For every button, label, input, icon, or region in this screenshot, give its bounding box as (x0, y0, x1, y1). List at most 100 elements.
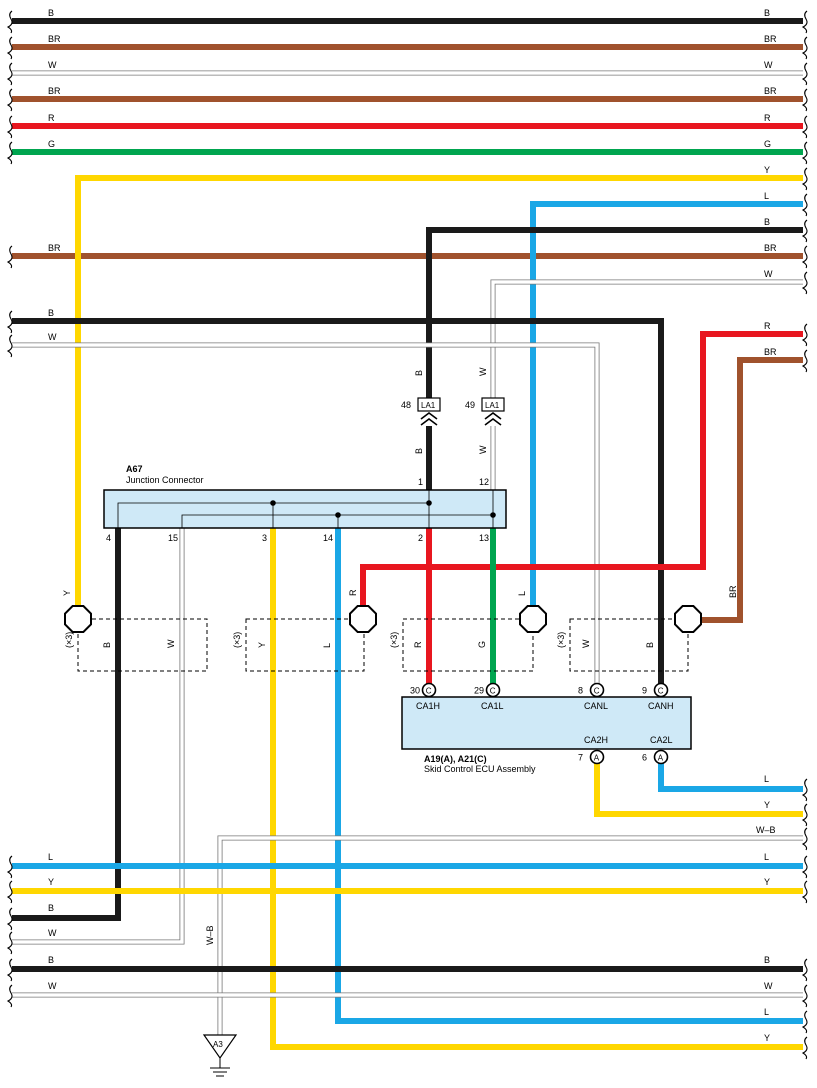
wire-w-la1 (491, 280, 803, 398)
bus-break-left (6, 10, 13, 34)
wire-b-la1 (426, 227, 803, 398)
bus-break-right (801, 880, 808, 904)
bus-label-right: BR (764, 34, 777, 44)
bus-break-left (6, 931, 13, 955)
twisted-label-4: (×3) (556, 632, 566, 648)
bus-label-left: B (48, 308, 54, 318)
bus-break-right (801, 271, 808, 295)
la1-pin-49: 49 (465, 400, 475, 410)
la1-left-label: LA1 (421, 401, 436, 410)
a67-name: Junction Connector (126, 475, 204, 485)
ecu-terminal-ca1h (421, 682, 437, 698)
bus-label-right: BR (764, 243, 777, 253)
ecu-signal-canl: CANL (584, 701, 608, 711)
bus-label-left: B (48, 8, 54, 18)
wire-label: L (322, 643, 332, 648)
bus-label-right: L (764, 852, 769, 862)
wire-a67-14 (335, 528, 803, 1024)
wire-label: B (102, 642, 112, 648)
ecu-terminal-ca1l (485, 682, 501, 698)
a67-junction-dot (270, 500, 276, 506)
skid-control-ecu[interactable]: A19(A), A21(C) Skid Control ECU Assembly… (401, 696, 692, 774)
wire-l-ca2l (658, 760, 803, 792)
bus-break-right (801, 141, 808, 165)
a67-body (103, 489, 507, 529)
bus-break-left (6, 907, 13, 931)
ecu-code: A19(A), A21(C) (424, 754, 487, 764)
bus-label-right: BR (764, 347, 777, 357)
ecu-terminal-canl-pin: 8 (578, 685, 583, 695)
bus-label-left: W (48, 332, 57, 342)
la1-left-chevron (420, 412, 438, 426)
wire-label: W–B (205, 925, 215, 945)
bus-break-right (801, 62, 808, 86)
bus-label-right: L (764, 1007, 769, 1017)
bus-label-right: B (764, 217, 770, 227)
wire-r-loop (360, 331, 803, 606)
la1-connector[interactable]: LA1 48 LA1 49 (401, 397, 505, 426)
bus-label-left: BR (48, 243, 61, 253)
a67-pin-3: 3 (262, 533, 267, 543)
a67-pin-15: 15 (168, 533, 178, 543)
a67-internal-bus (117, 490, 494, 528)
wire-label: B (414, 448, 424, 454)
wire-br-loop (688, 357, 803, 623)
ground-triangle (202, 1034, 238, 1060)
bus-break-right (801, 193, 808, 217)
twisted-label-2: (×3) (232, 632, 242, 648)
bus-label-right: W–B (756, 825, 776, 835)
bus-break-right (801, 10, 808, 34)
a67-junction-dot (426, 500, 432, 506)
bus-break-right (801, 219, 808, 243)
bus-label-right: W (764, 981, 773, 991)
wire-label: Y (62, 590, 72, 596)
bus-break-right (801, 36, 808, 60)
ecu-signal-ca2h: CA2H (584, 735, 608, 745)
a67-junction-dot (490, 512, 496, 518)
bus-label-right: W (764, 269, 773, 279)
twisted-label-1: (×3) (64, 632, 74, 648)
ground-a3[interactable]: A3 (202, 1034, 238, 1077)
bus-label-left: BR (48, 86, 61, 96)
bus-break-left (6, 880, 13, 904)
la1-right-chevron (484, 412, 502, 426)
ecu-body (401, 696, 692, 750)
wire-label: B (645, 642, 655, 648)
bus-break-left (6, 958, 13, 982)
ecu-terminal-ca1l-letter: C (490, 686, 496, 695)
bus-label-left: W (48, 60, 57, 70)
wire-w-canl (12, 343, 599, 686)
bus-label-right: Y (764, 877, 770, 887)
bus-label-right: L (764, 774, 769, 784)
twisted-box-3 (402, 618, 534, 672)
bus-label-right: Y (764, 165, 770, 175)
bus-break-right (801, 827, 808, 851)
bus-label-left: W (48, 928, 57, 938)
bus-label-right: BR (764, 86, 777, 96)
bus-break-right (801, 958, 808, 982)
bus-label-right: B (764, 955, 770, 965)
wire-w-la1-outline (490, 279, 803, 398)
ecu-signal-ca1l: CA1L (481, 701, 504, 711)
splice-octagon-l (519, 605, 547, 633)
ecu-terminal-ca2l (653, 749, 669, 765)
ecu-terminal-ca2l-letter: A (658, 753, 664, 762)
a67-junction-connector[interactable]: A67 Junction Connector 1 12 4 15 3 14 2 … (103, 464, 507, 543)
bus-label-right: R (764, 321, 771, 331)
wire-layer (12, 18, 803, 1050)
bus-break-right (801, 855, 808, 879)
wire-label: BR (728, 585, 738, 598)
bus-break-left (6, 115, 13, 139)
ecu-terminal-ca1l-pin: 29 (474, 685, 484, 695)
wire-a67-3 (270, 528, 803, 1050)
wire-label: R (348, 589, 358, 596)
wire-label: W (166, 639, 176, 648)
ecu-terminal-canh-pin: 9 (642, 685, 647, 695)
a67-pin-4: 4 (106, 533, 111, 543)
bus-break-right (801, 984, 808, 1008)
a67-pin-1: 1 (418, 477, 423, 487)
wire-label: R (413, 641, 423, 648)
bus-break-right (801, 167, 808, 191)
